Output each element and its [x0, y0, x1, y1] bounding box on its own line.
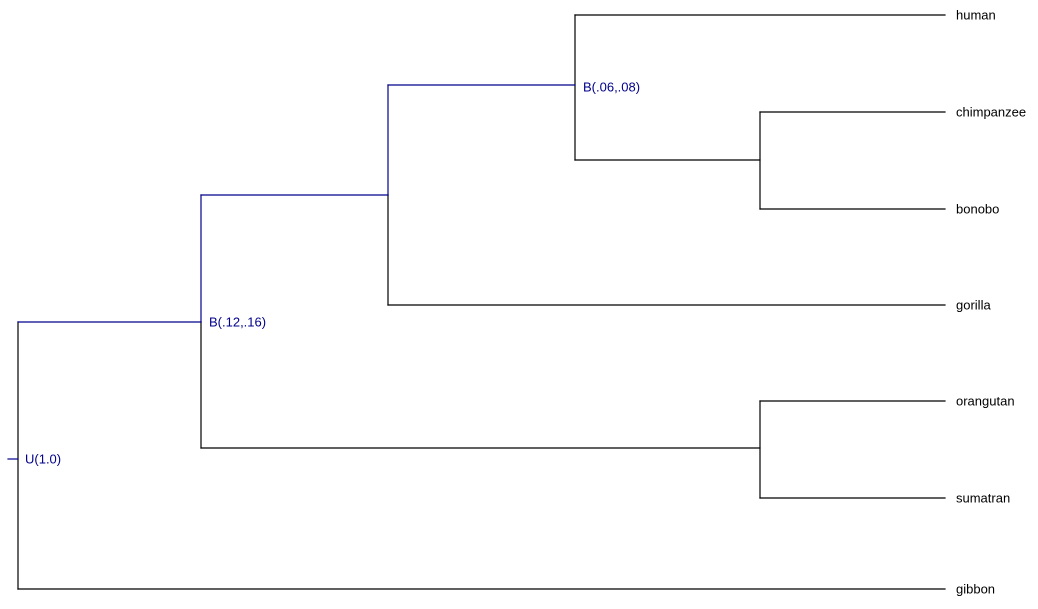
tip-label-gibbon: gibbon	[956, 581, 996, 597]
tip-label-gorilla: gorilla	[956, 297, 991, 313]
blue-branch-group	[7, 84, 576, 460]
black-branch-group	[17, 14, 946, 590]
tip-label-human: human	[956, 7, 996, 23]
tip-label-bonobo: bonobo	[956, 201, 1000, 217]
tip-label-sumatran: sumatran	[956, 490, 1011, 506]
node-label-clade-homininae: B(.06,.08)	[583, 79, 641, 95]
node-label-root-node: U(1.0)	[25, 451, 62, 467]
tip-label-orangutan: orangutan	[956, 393, 1015, 409]
tip-label-chimpanzee: chimpanzee	[956, 104, 1027, 120]
node-label-clade-great-apes: B(.12,.16)	[209, 314, 267, 330]
